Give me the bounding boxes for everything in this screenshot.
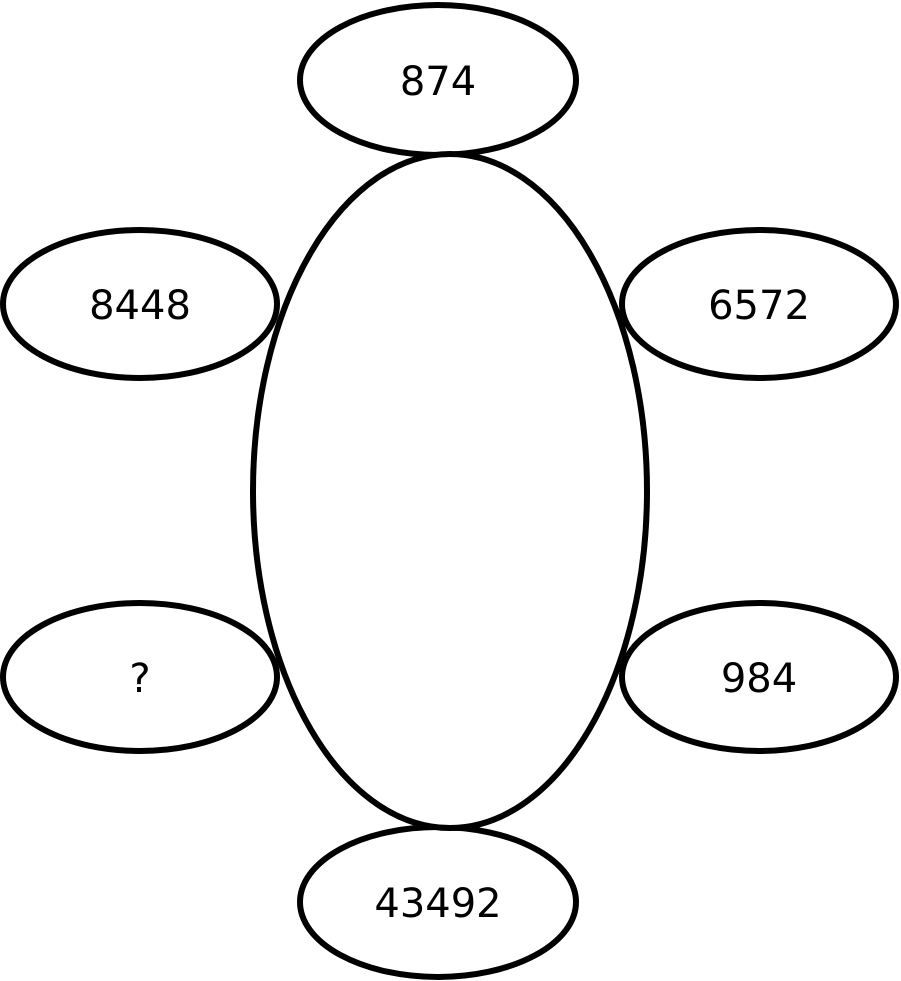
node-upper-left-label: 8448: [89, 283, 191, 329]
node-top-label: 874: [400, 59, 476, 105]
node-bottom-label: 43492: [374, 881, 501, 927]
node-lower-left: ?: [0, 600, 280, 754]
node-lower-right-ellipse: [619, 600, 899, 754]
node-upper-left-ellipse: [0, 227, 280, 381]
center-ellipse: [250, 151, 650, 831]
node-upper-right-label: 6572: [708, 283, 810, 329]
node-bottom: 43492: [297, 824, 579, 980]
node-top: 874: [297, 2, 579, 158]
node-upper-left: 8448: [0, 227, 280, 381]
node-upper-right-ellipse: [619, 227, 899, 381]
node-lower-right: 984: [619, 600, 899, 754]
node-upper-right: 6572: [619, 227, 899, 381]
node-lower-left-label: ?: [129, 656, 150, 702]
node-lower-right-label: 984: [721, 656, 797, 702]
node-lower-left-ellipse: [0, 600, 280, 754]
